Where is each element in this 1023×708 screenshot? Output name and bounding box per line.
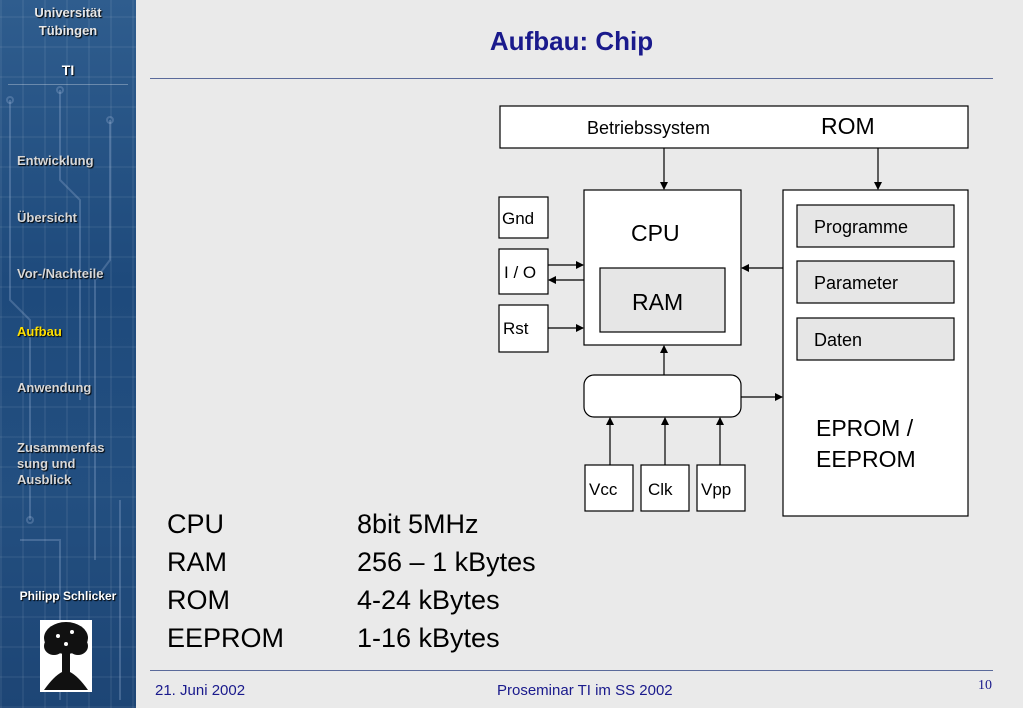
university-line-1: Universität [34,5,102,20]
tree-logo [40,620,92,692]
spec-value: 256 – 1 kBytes [357,547,536,577]
svg-text:I / O: I / O [504,263,536,282]
pin-clk: Clk [640,464,690,512]
spec-value: 4-24 kBytes [357,585,500,615]
nav-item-aufbau[interactable]: Aufbau [17,324,62,339]
svg-text:Parameter: Parameter [814,273,898,293]
pin-vpp: Vpp [696,464,746,512]
os-label: Betriebssystem [587,118,710,138]
spec-row-rom: ROM 4-24 kBytes [167,581,536,619]
svg-text:Programme: Programme [814,217,908,237]
rom-label: ROM [821,113,875,139]
nav-item-zusammenfassung[interactable]: Zusammenfas sung und Ausblick [17,440,129,488]
institute-label: TI [61,62,75,78]
svg-text:Gnd: Gnd [502,209,534,228]
nav-item-zusammenfassung-line-2: sung und [17,456,76,471]
memory-item-daten [796,317,955,361]
svg-text:Vcc: Vcc [589,480,618,499]
svg-text:Vpp: Vpp [701,480,731,499]
pin-rst: Rst [498,304,549,353]
memory-item-parameter [796,260,955,304]
os-rom-box: Betriebssystem ROM [499,105,969,149]
university-line-2: Tübingen [38,23,98,38]
spec-label: ROM [167,585,230,615]
bus-box [583,374,742,418]
nav-item-uebersicht[interactable]: Übersicht [17,210,77,225]
memory-box: Programme Parameter Daten EPROM / EEPROM [782,189,969,517]
footer-divider [150,670,993,671]
nav-item-anwendung[interactable]: Anwendung [17,380,92,395]
spec-value: 8bit 5MHz [357,509,479,539]
nav-item-vor-nachteile[interactable]: Vor-/Nachteile [17,266,104,281]
eprom-label-line-1: EPROM / [816,415,914,441]
spec-row-ram: RAM 256 – 1 kBytes [167,543,536,581]
spec-value: 1-16 kBytes [357,623,500,653]
footer-course: Proseminar TI im SS 2002 [497,682,673,699]
spec-label: CPU [167,509,225,539]
svg-text:Daten: Daten [814,330,862,350]
spec-row-cpu: CPU 8bit 5MHz [167,505,536,543]
page-number: 10 [978,678,992,693]
eprom-label-line-2: EEPROM [816,446,916,472]
pin-vcc: Vcc [584,464,634,512]
spec-row-eeprom: EEPROM 1-16 kBytes [167,619,536,657]
nav-item-zusammenfassung-line-1: Zusammenfas [17,440,105,455]
footer-date: 21. Juni 2002 [155,682,246,699]
tree-logo-icon [44,622,88,690]
author-name: Philipp Schlicker [19,589,117,603]
memory-item-programme [796,204,955,248]
pin-gnd: Gnd [498,196,549,239]
slide-title: Aufbau: Chip [489,26,654,56]
spec-label: EEPROM [167,623,285,653]
sidebar: Universität Tübingen TI Entwicklung Über… [0,0,136,708]
nav-item-zusammenfassung-line-3: Ausblick [17,472,72,487]
cpu-label: CPU [631,220,680,246]
cpu-box: CPU RAM [583,189,742,346]
ram-box [599,267,726,333]
title-divider [150,78,993,79]
ram-label: RAM [632,289,683,315]
university-name: Universität Tübingen [0,4,136,40]
svg-text:Clk: Clk [648,480,673,499]
nav-item-entwicklung[interactable]: Entwicklung [17,153,94,168]
specs-table: CPU 8bit 5MHz RAM 256 – 1 kBytes ROM 4-24 k… [167,505,536,657]
spec-label: RAM [167,547,227,577]
svg-text:Rst: Rst [503,319,529,338]
circuit-background [6,84,128,700]
pin-io: I / O [498,248,549,295]
